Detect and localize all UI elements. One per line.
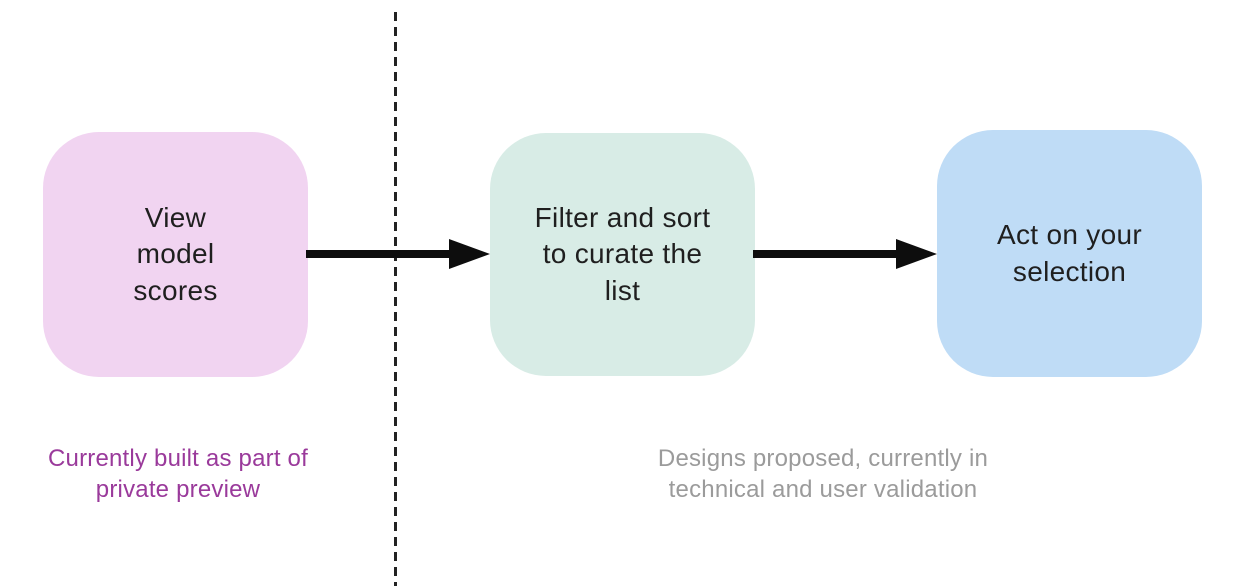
arrow-step1-to-step2 xyxy=(306,239,490,269)
caption-line: Designs proposed, currently in xyxy=(657,445,989,472)
caption-line: technical and user validation xyxy=(668,476,978,504)
step-box-view-model-scores: View model scores xyxy=(43,132,308,377)
caption-designs-proposed: Designs proposed, currently in technical… xyxy=(618,443,1028,505)
step-box-filter-and-sort: Filter and sort to curate the list xyxy=(490,133,755,376)
caption-line: private preview xyxy=(95,476,261,504)
dashed-divider-line xyxy=(394,12,397,586)
caption-line: Currently built as part of xyxy=(48,445,308,472)
arrow-step2-to-step3 xyxy=(753,239,937,269)
caption-private-preview: Currently built as part of private previ… xyxy=(18,443,338,505)
step-box-act-on-selection: Act on your selection xyxy=(937,130,1202,377)
